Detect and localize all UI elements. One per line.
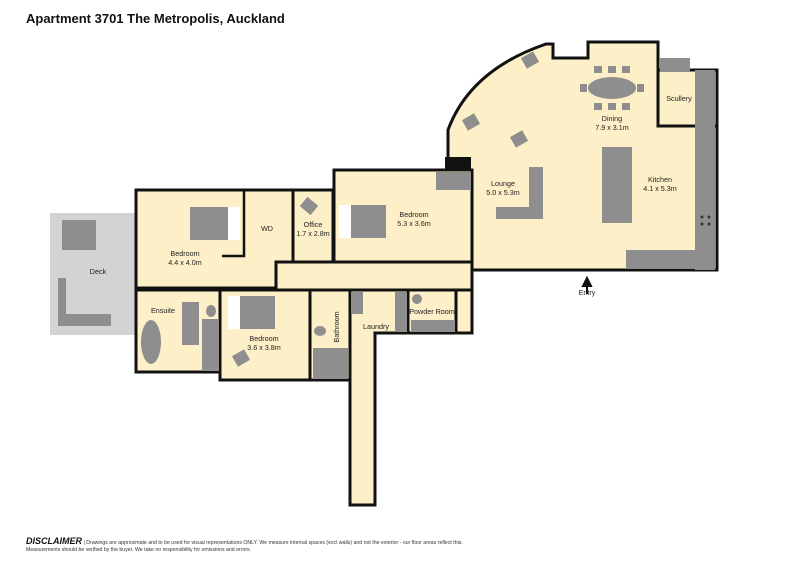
svg-text:WD: WD bbox=[261, 224, 273, 233]
toilet-icon bbox=[206, 305, 216, 317]
svg-text:Bathroom: Bathroom bbox=[332, 311, 341, 342]
svg-text:Lounge: Lounge bbox=[491, 179, 515, 188]
svg-text:4.4 x 4.0m: 4.4 x 4.0m bbox=[168, 258, 202, 267]
svg-text:Entry: Entry bbox=[579, 288, 596, 297]
kitchen-bench bbox=[695, 70, 715, 270]
lounge-sofa-icon bbox=[496, 167, 543, 219]
svg-text:5.0 x 5.3m: 5.0 x 5.3m bbox=[486, 188, 520, 197]
shower-icon bbox=[313, 348, 348, 379]
page-title: Apartment 3701 The Metropolis, Auckland bbox=[26, 11, 285, 26]
svg-text:7.9 x 3.1m: 7.9 x 3.1m bbox=[595, 123, 629, 132]
svg-text:Powder Room: Powder Room bbox=[409, 307, 455, 316]
wardrobe-block bbox=[436, 172, 471, 190]
svg-text:Laundry: Laundry bbox=[363, 322, 389, 331]
svg-text:Bedroom: Bedroom bbox=[170, 249, 199, 258]
shower-icon bbox=[202, 319, 219, 371]
svg-text:4.1 x 5.3m: 4.1 x 5.3m bbox=[643, 184, 677, 193]
svg-text:1.7 x 2.8m: 1.7 x 2.8m bbox=[296, 229, 330, 238]
svg-text:Bedroom: Bedroom bbox=[399, 210, 428, 219]
dining-chairs-icon bbox=[580, 66, 644, 110]
kitchen-bench-bottom bbox=[626, 250, 696, 269]
armchair-icon bbox=[509, 130, 529, 148]
svg-text:3.6 x 3.8m: 3.6 x 3.8m bbox=[247, 343, 281, 352]
svg-text:Scullery: Scullery bbox=[666, 94, 692, 103]
bathtub-icon bbox=[141, 320, 161, 364]
svg-text:5.3 x 3.6m: 5.3 x 3.6m bbox=[397, 219, 431, 228]
structural-column bbox=[445, 157, 471, 171]
outdoor-table-icon bbox=[62, 220, 96, 250]
disclaimer-text: | Drawings are approximate and to be use… bbox=[26, 540, 463, 553]
vanity-icon bbox=[182, 302, 199, 345]
office-chair-icon bbox=[299, 196, 319, 216]
svg-text:Deck: Deck bbox=[90, 267, 107, 276]
svg-text:Ensuite: Ensuite bbox=[151, 306, 175, 315]
scullery-bench bbox=[660, 58, 690, 72]
disclaimer: DISCLAIMER | Drawings are approximate an… bbox=[26, 536, 496, 554]
great-room-floor bbox=[446, 40, 719, 272]
hallway-floor bbox=[274, 260, 474, 292]
closet-floor bbox=[454, 288, 474, 335]
armchair-icon bbox=[461, 113, 481, 131]
entry-arrow-icon bbox=[581, 275, 593, 294]
armchair-icon bbox=[231, 349, 251, 367]
outdoor-sofa-icon bbox=[58, 278, 111, 326]
vanity-icon bbox=[351, 292, 363, 314]
disclaimer-heading: DISCLAIMER bbox=[26, 536, 82, 546]
toilet-icon bbox=[314, 326, 326, 336]
svg-text:Office: Office bbox=[304, 220, 323, 229]
svg-text:Bedroom: Bedroom bbox=[249, 334, 278, 343]
svg-text:Kitchen: Kitchen bbox=[648, 175, 672, 184]
kitchen-island bbox=[602, 147, 632, 223]
dining-table-icon bbox=[588, 77, 636, 99]
room-label-dining: Dining bbox=[602, 114, 622, 123]
laundry-machines-icon bbox=[395, 292, 407, 332]
vanity-icon bbox=[411, 320, 455, 332]
armchair-icon bbox=[520, 51, 540, 69]
toilet-icon bbox=[412, 294, 422, 304]
